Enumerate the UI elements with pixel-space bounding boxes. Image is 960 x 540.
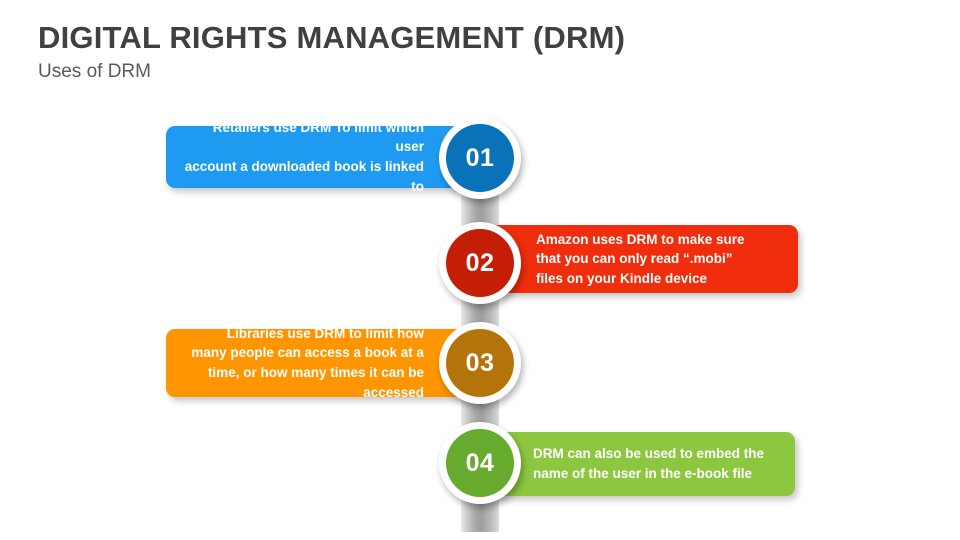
step-03-badge[interactable]: 03: [439, 322, 521, 404]
step-04-number: 04: [446, 429, 514, 497]
step-04-text: DRM can also be used to embed the name o…: [533, 446, 765, 481]
step-04-badge[interactable]: 04: [439, 422, 521, 504]
step-03-text: Libraries use DRM to limit how many peop…: [191, 325, 424, 400]
step-01-badge[interactable]: 01: [439, 117, 521, 199]
step-03-number: 03: [446, 329, 514, 397]
step-03-callout[interactable]: Libraries use DRM to limit how many peop…: [166, 326, 486, 400]
page-title: DIGITAL RIGHTS MANAGEMENT (DRM): [38, 20, 626, 55]
step-02-text: Amazon uses DRM to make sure that you ca…: [536, 231, 745, 286]
step-01-text: Retailers use DRM To limit which user ac…: [184, 119, 424, 194]
page-subtitle: Uses of DRM: [38, 61, 151, 82]
step-01-callout[interactable]: Retailers use DRM To limit which user ac…: [166, 120, 486, 194]
step-02-number: 02: [446, 229, 514, 297]
step-02-callout[interactable]: Amazon uses DRM to make sure that you ca…: [474, 225, 798, 293]
step-02-badge[interactable]: 02: [439, 222, 521, 304]
step-04-callout[interactable]: DRM can also be used to embed the name o…: [471, 432, 795, 496]
step-01-number: 01: [446, 124, 514, 192]
